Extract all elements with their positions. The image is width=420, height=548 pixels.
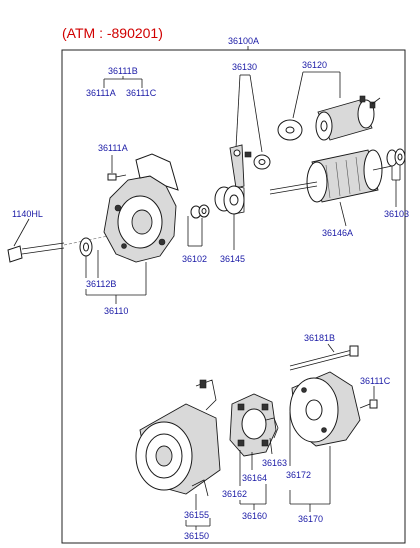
label-36172: 36172 (286, 470, 311, 480)
label-36111B: 36111B (108, 66, 138, 76)
leader-36163 (269, 437, 273, 455)
overrunning-clutch (214, 185, 245, 250)
label-36111C-low: 36111C (360, 376, 391, 386)
label-36164: 36164 (242, 473, 267, 483)
label-36163: 36163 (262, 458, 287, 468)
label-36155: 36155 (184, 510, 209, 520)
label-36112B: 36112B (86, 279, 116, 289)
label-36170: 36170 (298, 514, 323, 524)
label-36146A: 36146A (322, 228, 353, 238)
label-36111C-top: 36111C (126, 88, 157, 98)
assembly-frame (61, 49, 406, 544)
label-36103: 36103 (384, 209, 409, 219)
label-1140HL: 1140HL (12, 209, 43, 219)
bushings (187, 204, 210, 247)
label-36130: 36130 (232, 62, 257, 72)
label-36120: 36120 (302, 60, 327, 70)
label-36145: 36145 (220, 254, 245, 264)
label-36181B: 36181B (304, 333, 335, 343)
label-36150: 36150 (184, 531, 209, 541)
gear-housing (103, 153, 179, 263)
rear-screw (359, 386, 378, 409)
through-bolt (7, 218, 109, 263)
label-36111A-mid: 36111A (98, 143, 128, 153)
tie-rod (289, 343, 359, 371)
header-atm-code: (ATM : -890201) (62, 25, 163, 41)
brush-holder (229, 393, 279, 457)
label-36102: 36102 (182, 254, 207, 264)
rear-bracket (289, 371, 361, 447)
thrust-washers (386, 148, 406, 207)
label-36100A: 36100A (228, 36, 259, 46)
label-36162: 36162 (222, 489, 247, 499)
shift-lever-set (229, 74, 271, 189)
label-36160: 36160 (242, 511, 267, 521)
housing-bolt (107, 155, 127, 181)
armature (269, 149, 393, 227)
label-36110: 36110 (104, 306, 128, 316)
housing-washer (79, 237, 99, 278)
label-36111A-top: 36111A (86, 88, 116, 98)
yoke-assembly (135, 379, 221, 497)
solenoid-switch (277, 71, 381, 141)
